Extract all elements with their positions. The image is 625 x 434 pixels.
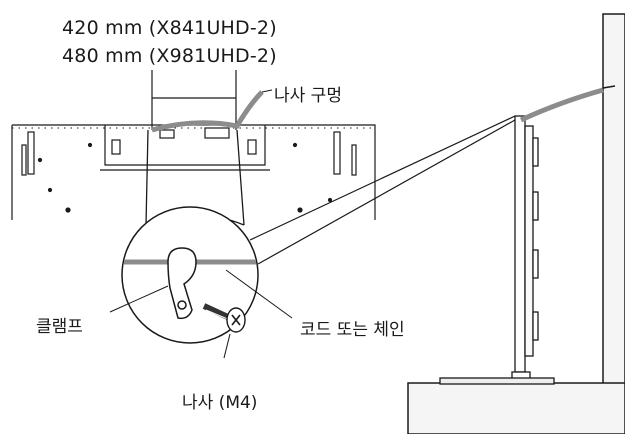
screw-hole-label: 나사 구멍	[274, 86, 342, 106]
dimension-lines	[151, 70, 237, 130]
zoom-projection-lines	[249, 115, 516, 265]
dimension-label-420: 420 mm (X841UHD-2)	[62, 17, 277, 39]
back-cord	[151, 90, 264, 133]
clamp-icon	[167, 247, 197, 320]
dimension-label-480: 480 mm (X981UHD-2)	[62, 45, 277, 67]
wall-hook	[602, 85, 616, 89]
monitor-side-view	[439, 115, 555, 385]
screw-hole-leader	[261, 89, 273, 93]
label-leaders	[109, 269, 293, 359]
screw-m4-label: 나사 (M4)	[182, 393, 258, 413]
zoom-funnel	[145, 129, 245, 226]
screw-icon	[202, 301, 246, 333]
monitor-back-view	[11, 124, 376, 220]
wall	[407, 13, 625, 434]
side-cord	[519, 87, 604, 123]
clamp-label: 클램프	[36, 317, 83, 337]
cord-or-chain-label: 코드 또는 체인	[300, 320, 405, 340]
